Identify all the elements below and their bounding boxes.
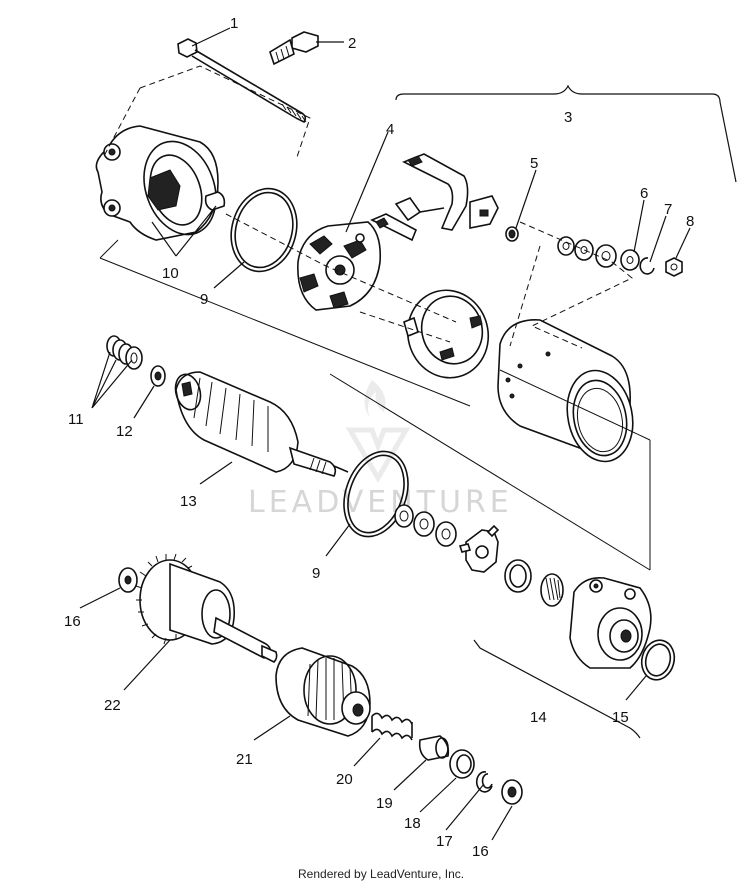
callout-12: 12 [116, 423, 133, 440]
part-o-ring-upper [230, 187, 298, 273]
part-washer-16-upper [118, 567, 138, 593]
part-bolt [269, 31, 319, 66]
part-shims [106, 335, 143, 370]
callout-17: 17 [436, 833, 453, 850]
part-washer-16-lower [501, 779, 523, 805]
part-end-cover [95, 125, 226, 241]
brace-part-14 [473, 639, 641, 739]
part-bearing [449, 749, 475, 779]
callout-16-lower: 16 [472, 843, 489, 860]
part-needle-bearing [540, 573, 564, 607]
callout-5: 5 [530, 155, 538, 172]
callout-10: 10 [162, 265, 179, 282]
callout-20: 20 [336, 771, 353, 788]
part-yoke-housing [497, 319, 634, 463]
assembly-guide-lines [103, 65, 633, 349]
callout-15: 15 [612, 709, 629, 726]
part-washers-nut [557, 236, 683, 277]
callout-7: 7 [664, 201, 672, 218]
part-washer-12 [150, 365, 166, 387]
footer-credit: Rendered by LeadVenture, Inc. [298, 867, 464, 881]
callout-4: 4 [386, 121, 394, 138]
part-oil-seal [504, 559, 532, 593]
callout-19: 19 [376, 795, 393, 812]
part-spring [371, 712, 413, 741]
callout-11: 11 [68, 411, 84, 428]
callout-9-upper: 9 [200, 291, 208, 308]
part-lock-plate [458, 524, 500, 573]
callout-8: 8 [686, 213, 694, 230]
part-clutch [275, 647, 371, 737]
part-drive-gear [135, 553, 278, 663]
part-shim-washers [394, 504, 457, 547]
part-armature [174, 371, 349, 477]
callout-2: 2 [348, 35, 356, 52]
assembly-frame-lines [99, 239, 651, 571]
part-o-ring-15 [640, 639, 676, 681]
callout-13: 13 [180, 493, 197, 510]
callout-22: 22 [104, 697, 121, 714]
part-front-bracket [569, 576, 652, 669]
callout-6: 6 [640, 185, 648, 202]
callout-16-upper: 16 [64, 613, 81, 630]
part-sleeve [418, 735, 450, 761]
part-small-o-ring [505, 226, 519, 242]
callout-18: 18 [404, 815, 421, 832]
part-circlip [475, 771, 493, 793]
part-terminal-bracket [370, 153, 499, 242]
callout-9-lower: 9 [312, 565, 320, 582]
callout-1: 1 [230, 15, 238, 32]
leadventure-watermark-logo [345, 380, 411, 483]
part-brush-ring [403, 289, 490, 379]
callout-14: 14 [530, 709, 547, 726]
callout-21: 21 [236, 751, 253, 768]
brace-part-3 [395, 84, 737, 183]
watermark-text: LEADVENTURE [248, 485, 513, 520]
callout-leaders [79, 27, 691, 841]
part-brush-plate [297, 221, 382, 311]
callout-3: 3 [564, 109, 572, 126]
